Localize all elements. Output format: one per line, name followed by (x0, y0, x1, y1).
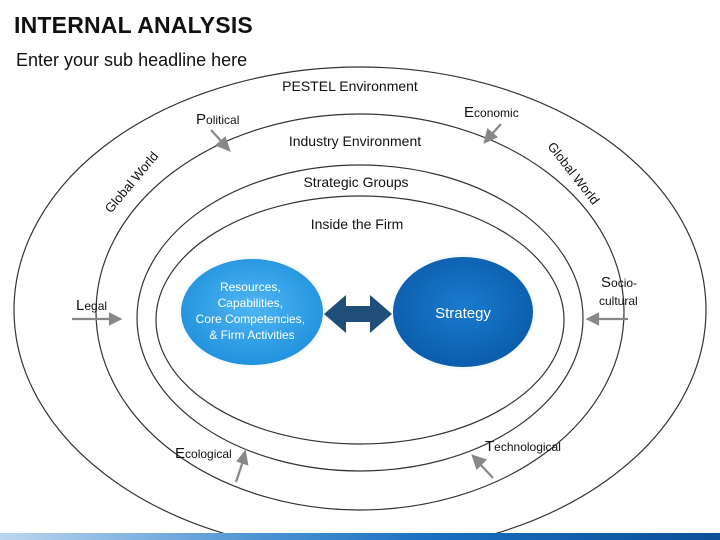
global-world-left-label: Global World (102, 149, 162, 216)
strategic-groups-label: Strategic Groups (303, 174, 408, 190)
pestel-environment-label: PESTEL Environment (282, 78, 418, 94)
socio-cultural-label-line1: Socio- (601, 274, 637, 291)
ecological-label: Ecological (175, 445, 232, 462)
economic-arrow (483, 123, 502, 144)
page-title: INTERNAL ANALYSIS (14, 12, 253, 38)
legal-label: Legal (76, 297, 107, 314)
resources-circle (181, 259, 323, 365)
political-arrow (210, 129, 231, 152)
page-subtitle: Enter your sub headline here (16, 50, 248, 70)
bottom-accent-bar (0, 533, 720, 540)
strategy-text: Strategy (435, 305, 491, 322)
socio-cultural-label-line2: cultural (599, 294, 638, 308)
strategy-circle (393, 257, 533, 367)
industry-environment-label: Industry Environment (289, 133, 421, 149)
technological-arrow (471, 454, 494, 479)
economic-label: Economic (464, 104, 519, 121)
ecological-arrow (234, 449, 249, 483)
global-world-right-label: Global World (545, 139, 603, 207)
ring-global-world (13, 66, 707, 540)
ring-pestel-environment (95, 113, 625, 511)
resources-text: Resources, Capabilities, Core Competenci… (196, 280, 309, 342)
legal-arrow (72, 312, 123, 326)
political-label: Political (196, 111, 239, 128)
ring-strategic-groups (155, 195, 565, 445)
ring-industry-environment (136, 164, 584, 472)
technological-label: Technological (485, 438, 561, 455)
inside-the-firm-label: Inside the Firm (311, 216, 404, 232)
double-arrow (324, 295, 392, 333)
socio-cultural-arrow (585, 312, 628, 326)
